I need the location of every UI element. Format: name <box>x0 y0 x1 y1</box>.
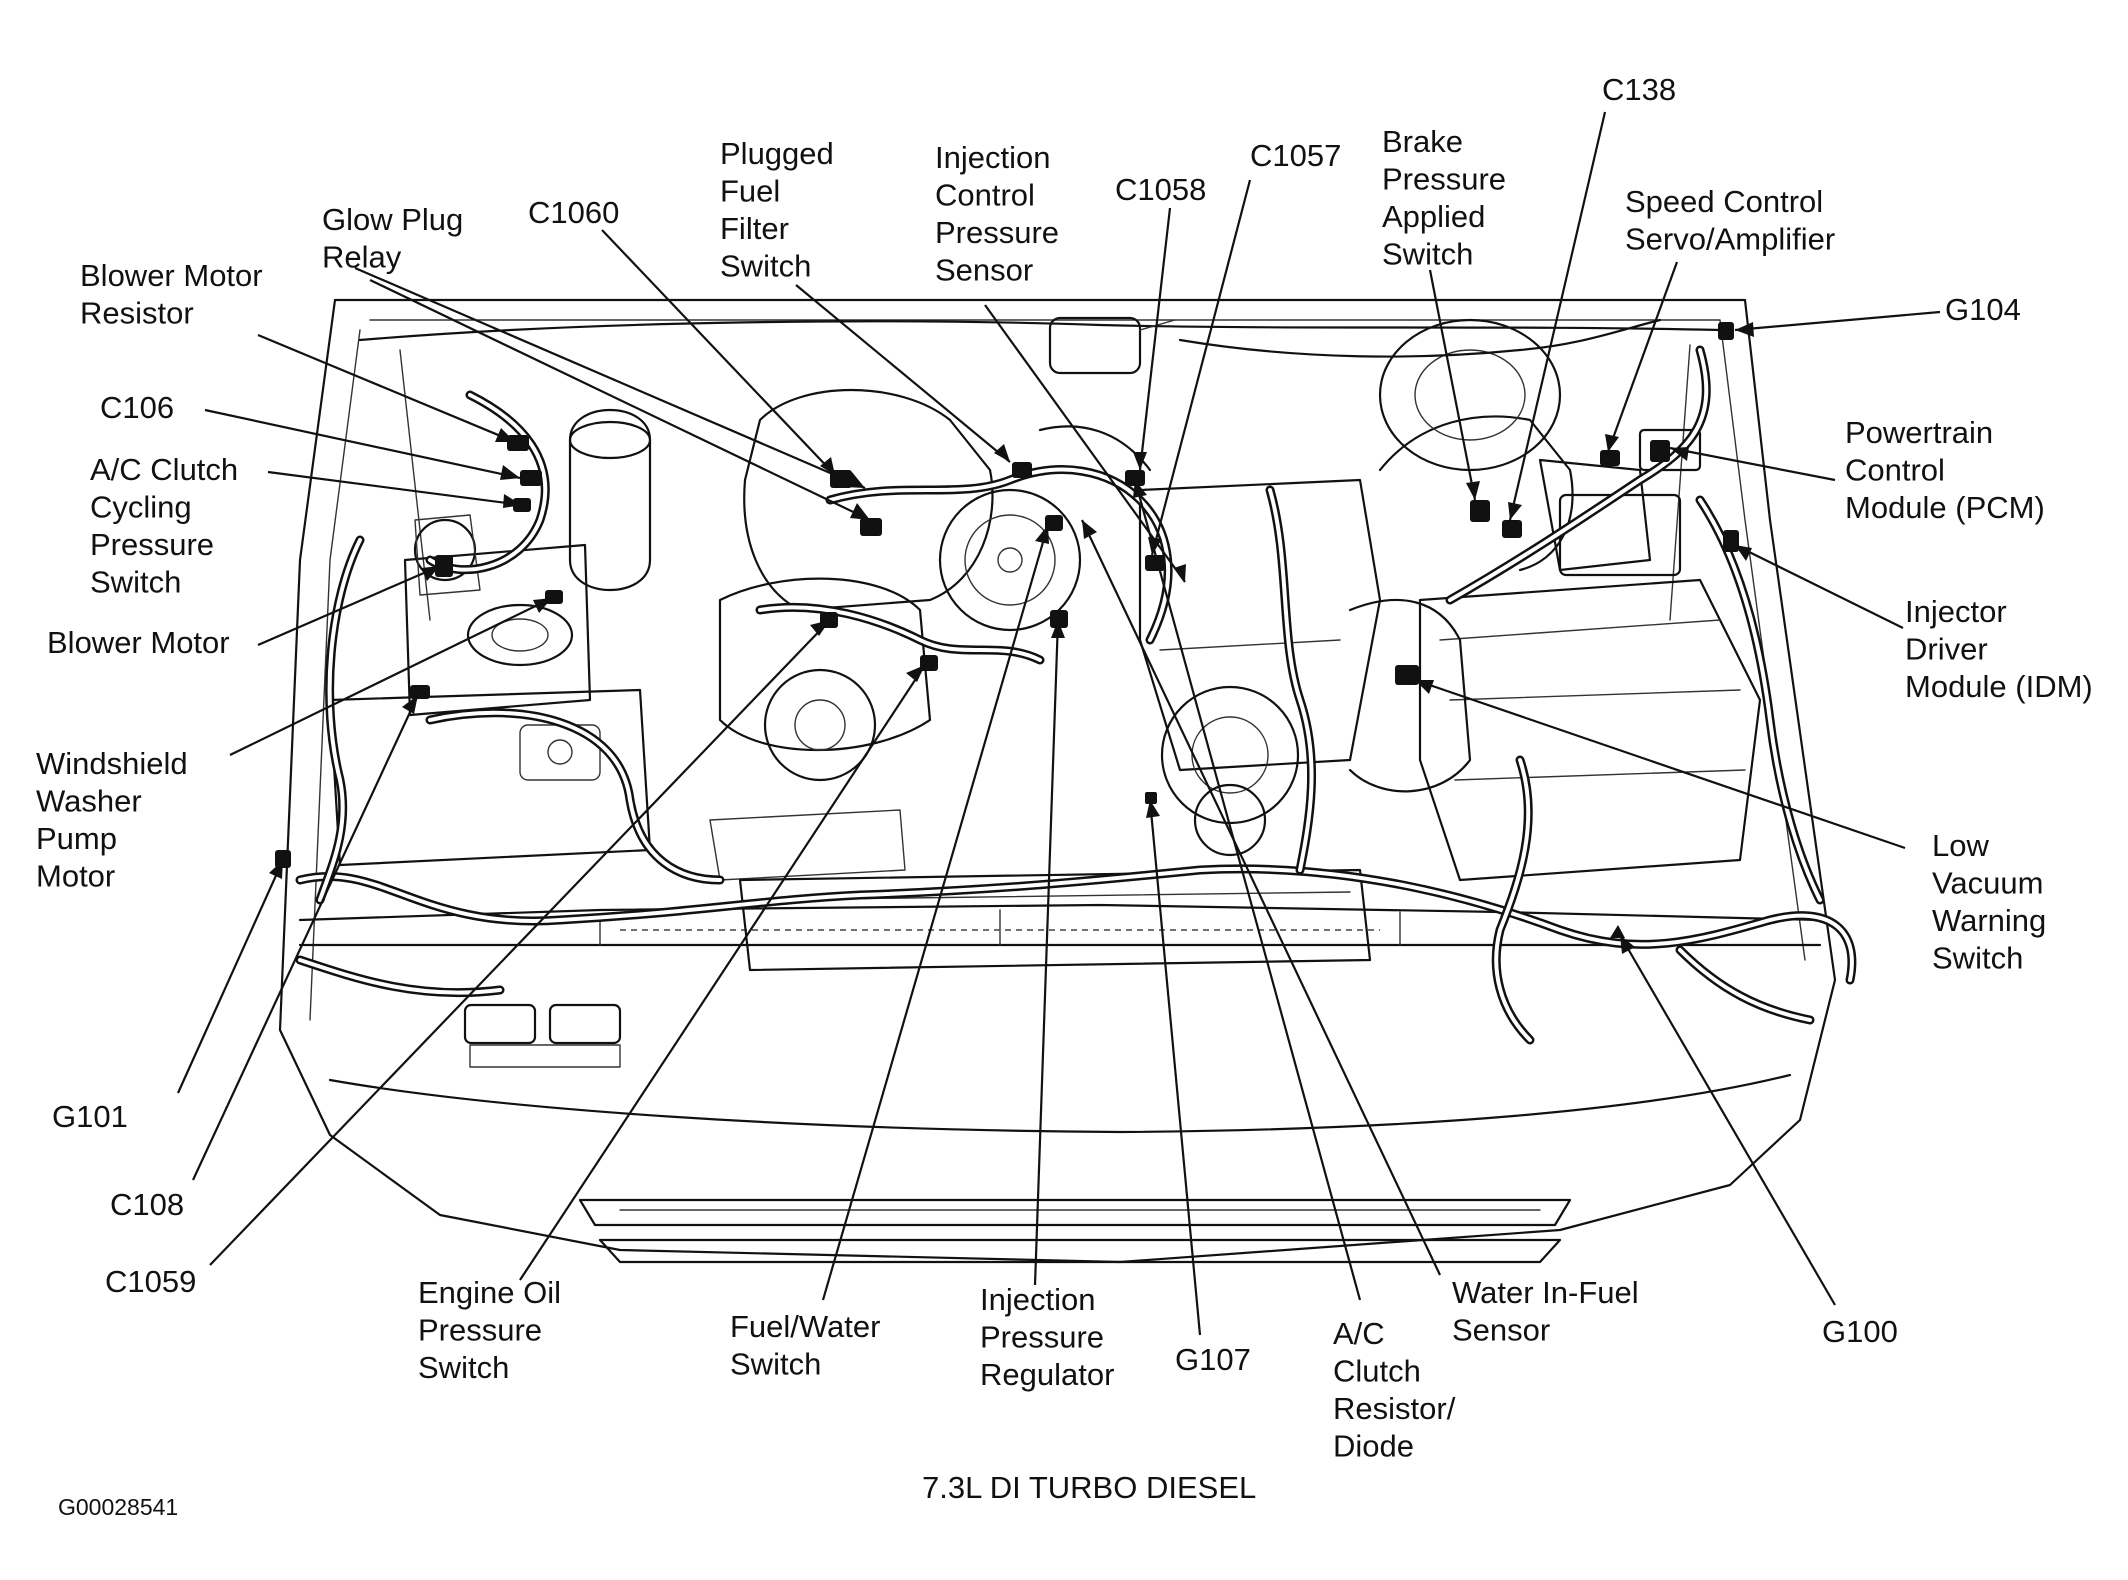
callout-line: Blower Motor <box>47 625 230 660</box>
callout-line: A/C Clutch <box>90 452 238 487</box>
callout-line: Washer <box>36 784 142 819</box>
callout-line: Vacuum <box>1932 866 2043 901</box>
callout-line: Brake <box>1382 124 1463 159</box>
callout-line: Fuel/Water <box>730 1309 880 1344</box>
callout-line: Pressure <box>935 215 1059 250</box>
label-c138: C138 <box>1602 72 1676 107</box>
callout-line: Resistor <box>80 296 194 331</box>
label-g100: G100 <box>1822 1314 1898 1349</box>
callout-line: G107 <box>1175 1342 1251 1377</box>
callout-line: Relay <box>322 240 402 275</box>
callout-line: Switch <box>90 565 181 600</box>
callout-line: Resistor/ <box>1333 1391 1456 1426</box>
callout-line: Switch <box>1932 941 2023 976</box>
label-c1058: C1058 <box>1115 172 1206 207</box>
component-markers <box>275 322 1739 938</box>
callout-line: Module (IDM) <box>1905 669 2093 704</box>
callout-line: C1059 <box>105 1264 196 1299</box>
callout-line: C1058 <box>1115 172 1206 207</box>
callout-line: G101 <box>52 1099 128 1134</box>
callout-line: Sensor <box>1452 1313 1550 1348</box>
label-c106: C106 <box>100 390 174 425</box>
callout-line: Plugged <box>720 136 834 171</box>
label-c1059: C1059 <box>105 1264 196 1299</box>
callout-line: Regulator <box>980 1357 1114 1392</box>
callout-line: Warning <box>1932 903 2046 938</box>
callout-line: Switch <box>720 249 811 284</box>
callout-line: Low <box>1932 828 1989 863</box>
callout-line: C106 <box>100 390 174 425</box>
callout-line: Switch <box>418 1350 509 1385</box>
callout-line: Cycling <box>90 490 192 525</box>
callout-line: Applied <box>1382 199 1485 234</box>
label-c1057: C1057 <box>1250 138 1341 173</box>
callout-line: Injection <box>980 1282 1095 1317</box>
label-g101: G101 <box>52 1099 128 1134</box>
callout-line: G100 <box>1822 1314 1898 1349</box>
callout-line: Water In-Fuel <box>1452 1275 1639 1310</box>
arrowheads <box>269 322 1754 954</box>
callout-line: Driver <box>1905 632 1988 667</box>
leader-lines <box>176 111 1941 1336</box>
label-c108: C108 <box>110 1187 184 1222</box>
callout-line: Glow Plug <box>322 202 463 237</box>
figure-id: G00028541 <box>58 1494 178 1520</box>
callout-line: Switch <box>1382 237 1473 272</box>
callout-line: Blower Motor <box>80 258 263 293</box>
callout-line: Control <box>935 178 1035 213</box>
callout-line: Powertrain <box>1845 415 1993 450</box>
callout-line: Switch <box>730 1347 821 1382</box>
callout-line: C138 <box>1602 72 1676 107</box>
callout-line: Filter <box>720 211 789 246</box>
callout-line: Injector <box>1905 594 2007 629</box>
callout-line: A/C <box>1333 1316 1385 1351</box>
callout-line: Module (PCM) <box>1845 490 2045 525</box>
callout-line: Control <box>1845 453 1945 488</box>
callout-line: G104 <box>1945 292 2021 327</box>
engine-artwork <box>278 298 1837 1264</box>
callout-line: Pump <box>36 821 117 856</box>
callout-line: Servo/Amplifier <box>1625 222 1835 257</box>
callout-line: Pressure <box>1382 162 1506 197</box>
callout-line: Fuel <box>720 174 780 209</box>
callout-line: C1057 <box>1250 138 1341 173</box>
callout-line: Engine Oil <box>418 1275 561 1310</box>
callout-line: C1060 <box>528 195 619 230</box>
label-c1060: C1060 <box>528 195 619 230</box>
wiring-harness <box>295 345 1857 1045</box>
callout-line: Injection <box>935 140 1050 175</box>
diagram-caption: 7.3L DI TURBO DIESEL <box>922 1470 1256 1505</box>
callout-line: Pressure <box>980 1320 1104 1355</box>
callout-line: Motor <box>36 859 115 894</box>
callout-line: Pressure <box>90 527 214 562</box>
callout-line: Speed Control <box>1625 184 1823 219</box>
label-blower-motor: Blower Motor <box>47 625 230 660</box>
label-g104: G104 <box>1945 292 2021 327</box>
callout-line: Pressure <box>418 1313 542 1348</box>
label-g107: G107 <box>1175 1342 1251 1377</box>
callout-line: Windshield <box>36 746 188 781</box>
callout-line: Clutch <box>1333 1354 1421 1389</box>
callout-line: C108 <box>110 1187 184 1222</box>
callout-line: Diode <box>1333 1429 1414 1464</box>
callout-line: Sensor <box>935 253 1033 288</box>
